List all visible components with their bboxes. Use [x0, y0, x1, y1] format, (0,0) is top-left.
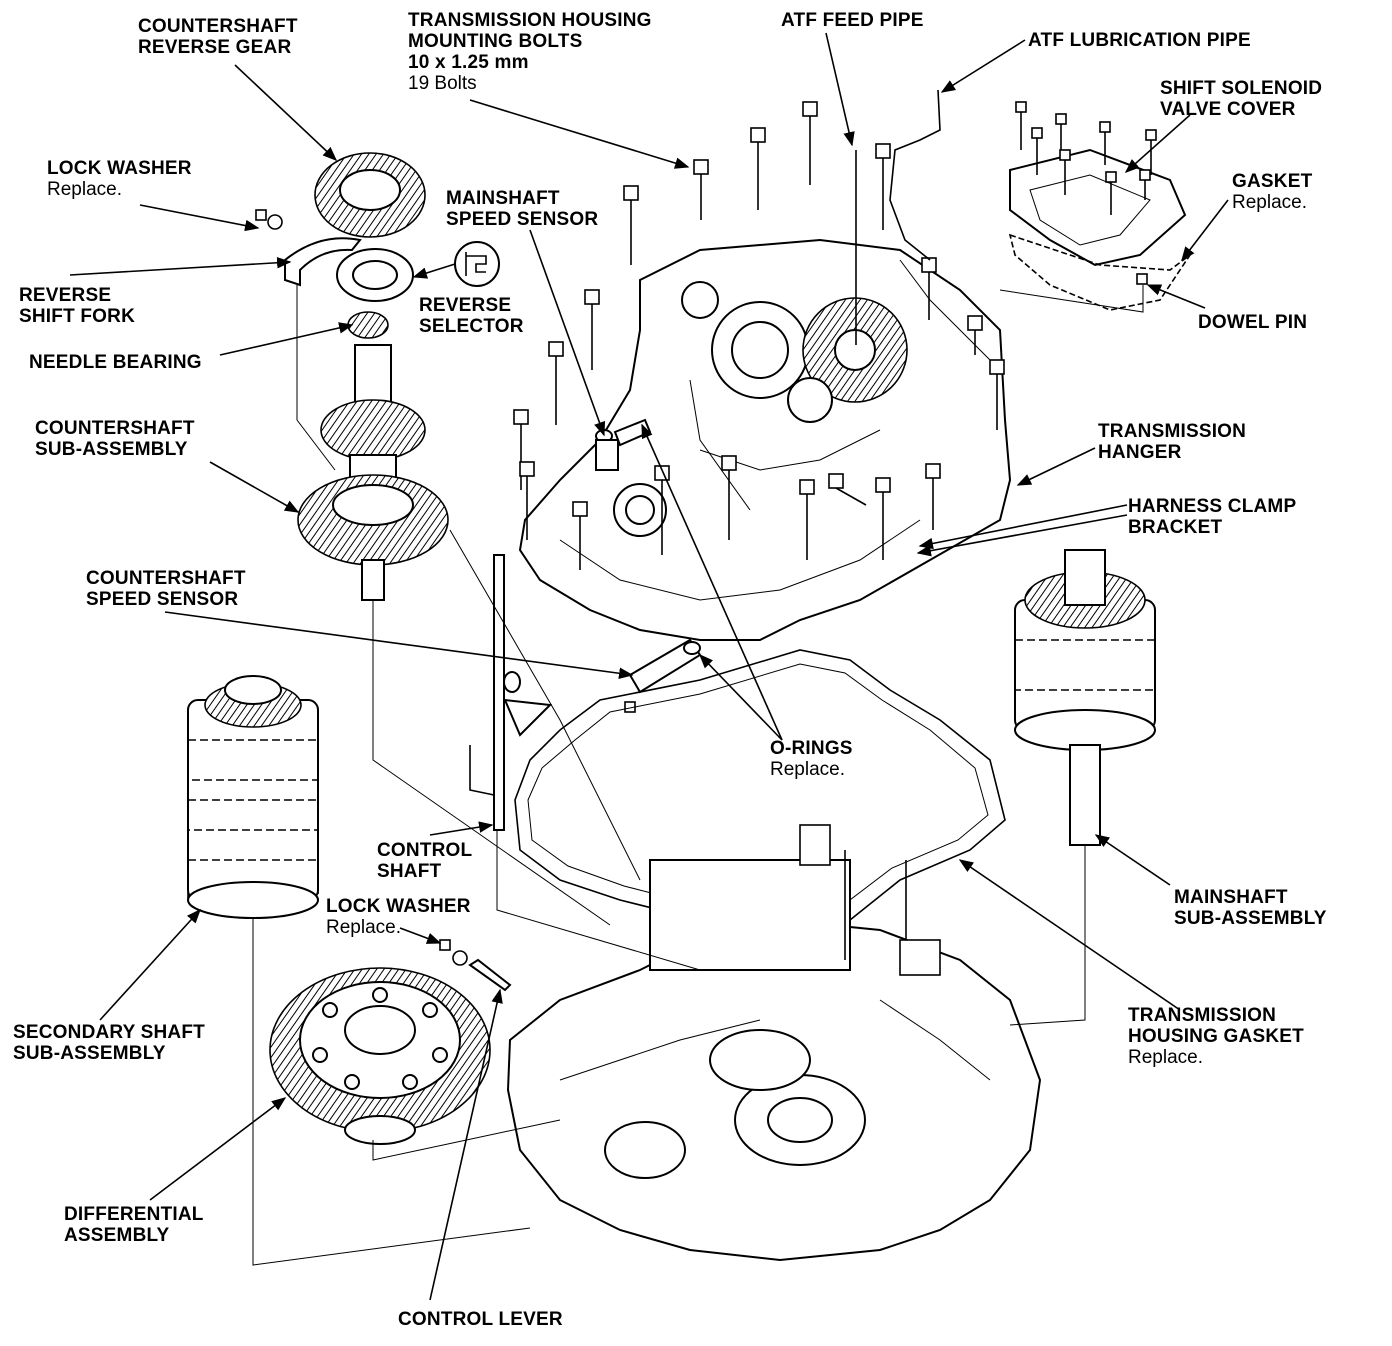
label-gasket: GASKET Replace. [1232, 171, 1313, 213]
label-o-rings: O-RINGS Replace. [770, 738, 853, 780]
label-lock-washer-top: LOCK WASHER Replace. [47, 158, 192, 200]
countershaft-sub-assembly [297, 344, 449, 601]
secondary-shaft-sub-assembly [187, 675, 319, 919]
label-reverse-selector: REVERSE SELECTOR [419, 295, 524, 337]
label-atf-feed-pipe: ATF FEED PIPE [781, 10, 924, 31]
label-mainshaft-speed-sensor: MAINSHAFT SPEED SENSOR [446, 188, 599, 230]
lower-transmission-case [506, 824, 1042, 1262]
housing-mounting-bolts [513, 101, 1005, 570]
label-reverse-shift-fork: REVERSE SHIFT FORK [19, 285, 135, 327]
label-dowel-pin: DOWEL PIN [1198, 312, 1308, 333]
leader-lines [69, 32, 1229, 1301]
label-countershaft-reverse-gear: COUNTERSHAFT REVERSE GEAR [138, 16, 298, 58]
label-harness-clamp-bracket: HARNESS CLAMP BRACKET [1128, 496, 1297, 538]
label-transmission-hanger: TRANSMISSION HANGER [1098, 421, 1247, 463]
upper-transmission-housing [518, 238, 1012, 641]
differential-assembly [269, 967, 491, 1145]
label-shift-solenoid-valve-cover: SHIFT SOLENOID VALVE COVER [1160, 78, 1323, 120]
transmission-housing-gasket [514, 649, 1006, 936]
label-control-lever: CONTROL LEVER [398, 1309, 563, 1330]
label-mainshaft-sub-assembly: MAINSHAFT SUB-ASSEMBLY [1174, 887, 1327, 929]
shift-solenoid-valve-cover [1008, 101, 1191, 311]
control-shaft-and-lever [439, 554, 553, 992]
label-atf-lubrication-pipe: ATF LUBRICATION PIPE [1028, 30, 1251, 51]
reverse-selector-icon [454, 241, 500, 287]
label-lock-washer-bottom: LOCK WASHER Replace. [326, 896, 471, 938]
label-transmission-housing-bolts: TRANSMISSION HOUSING MOUNTING BOLTS 10 x… [408, 10, 652, 94]
label-countershaft-speed-sensor: COUNTERSHAFT SPEED SENSOR [86, 568, 246, 610]
label-control-shaft: CONTROL SHAFT [377, 840, 473, 882]
label-differential-assembly: DIFFERENTIAL ASSEMBLY [64, 1204, 204, 1246]
label-transmission-housing-gasket: TRANSMISSION HOUSING GASKET Replace. [1128, 1005, 1304, 1068]
label-needle-bearing: NEEDLE BEARING [29, 352, 202, 373]
atf-pipes [855, 89, 941, 345]
countershaft-reverse-components [255, 152, 426, 339]
label-secondary-shaft-sub-assembly: SECONDARY SHAFT SUB-ASSEMBLY [13, 1022, 205, 1064]
label-countershaft-sub-assembly: COUNTERSHAFT SUB-ASSEMBLY [35, 418, 195, 460]
mainshaft-sub-assembly [1014, 549, 1156, 846]
alignment-guide-lines [252, 285, 1144, 1266]
